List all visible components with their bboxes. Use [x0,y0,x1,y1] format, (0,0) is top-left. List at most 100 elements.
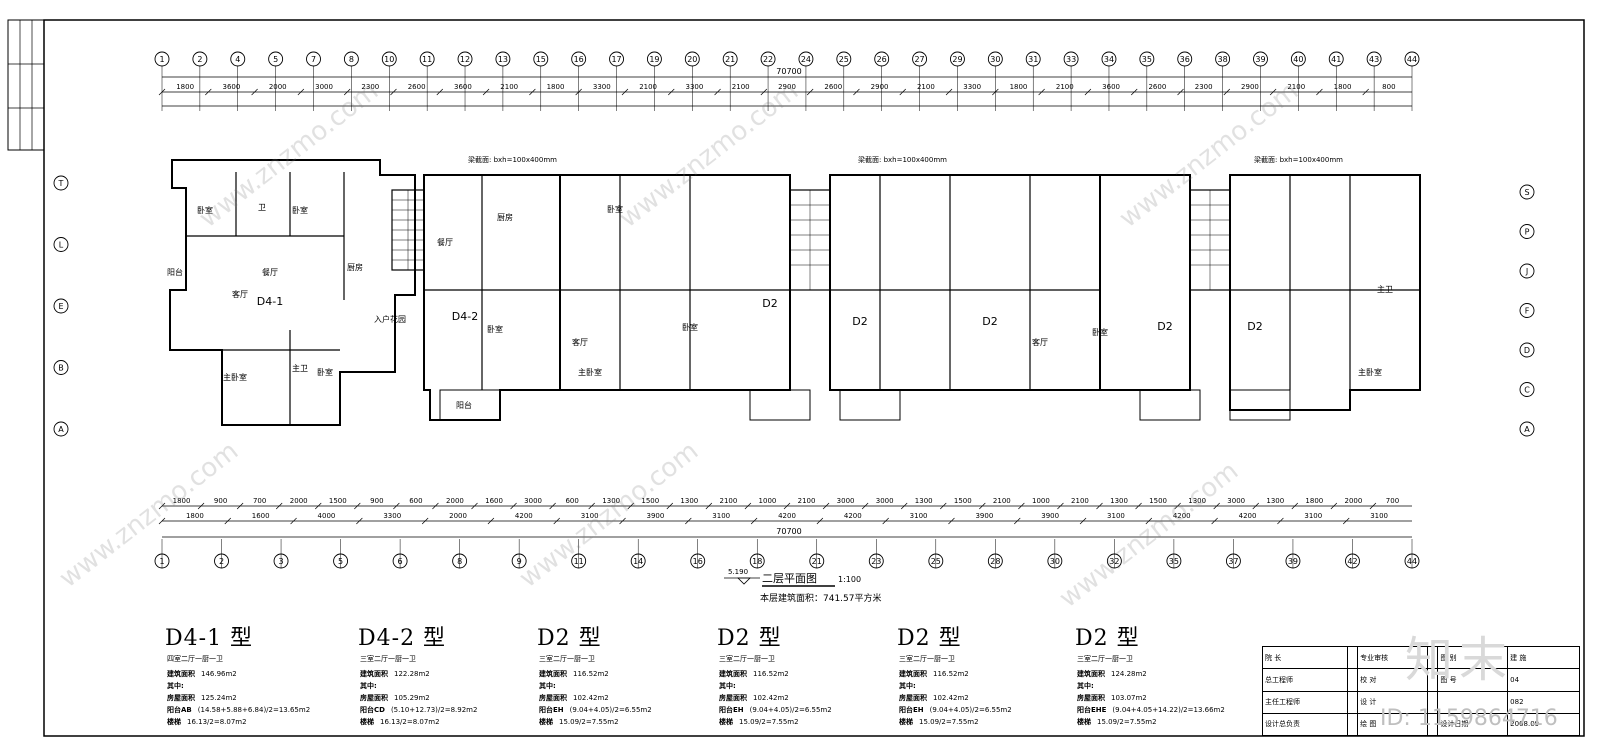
axis-label: 27 [914,55,924,64]
dimension-tick [393,502,400,510]
dimension-tick [158,517,166,525]
axis-label: 33 [1066,55,1076,64]
dimension-tick [666,502,674,510]
room-label: 阳台 [167,267,183,277]
dimension-value: 2000 [446,497,464,505]
dimension-value: 2300 [361,83,379,91]
dimension-tick [297,88,305,96]
level-mark: 5.190 [728,568,748,576]
dimension-tick [1213,502,1220,510]
room-label: D2 [1157,320,1172,333]
plan-walls [169,159,1421,426]
room-label: 卫 [258,203,266,212]
dimension-value: 1500 [1149,497,1167,505]
dimension-value: 4200 [1239,512,1257,520]
axis-label: 25 [839,55,849,64]
axis-label: 26 [877,55,887,64]
dimension-tick [224,517,232,525]
dimension-tick [290,517,297,525]
dimension-tick [482,88,490,96]
dimension-value: 2100 [1287,83,1305,91]
axis-bubble [1519,184,1535,200]
dimension-tick [882,517,889,525]
dimension-tick [714,88,721,96]
dimension-tick [1130,88,1138,96]
axis-bubble [53,360,69,375]
dimension-tick [1014,517,1021,525]
axis-label: 41 [1331,55,1341,64]
dimension-tick [1269,88,1277,96]
dimension-tick [471,502,478,510]
dimension-tick [1177,88,1184,96]
axis-label: 21 [725,55,735,64]
dimension-value: 3000 [837,497,855,505]
dimension-value: 3900 [975,512,993,520]
axis-bubble [53,237,69,252]
dimension-value: 900 [370,497,383,505]
dimension-value: 3100 [581,512,599,520]
axis-label: B [58,364,64,373]
dimension-tick [1135,502,1142,510]
beam-note-2: 梁截面: bxh=100x400mm [858,155,947,164]
dimension-value: 3000 [876,497,894,505]
dimension-tick [315,502,322,510]
room-label: 主卫 [292,363,308,373]
axis-label: 34 [1104,55,1114,64]
axis-label: D [1524,346,1530,355]
dimension-value: 1500 [329,497,347,505]
dimension-value: 2600 [1148,83,1166,91]
dimension-value: 700 [1386,497,1399,505]
dimension-value: 3600 [1102,83,1120,91]
dimension-tick [627,502,634,510]
axis-label: C [1524,386,1530,395]
dimension-value: 4000 [318,512,336,520]
axis-bubble [53,175,69,191]
room-label: D4-1 [257,295,283,308]
dimension-value: 2900 [1241,83,1259,91]
dimension-value: 1800 [176,83,194,91]
dimension-tick [1211,517,1218,525]
dimension-value: 2100 [732,83,750,91]
dimension-value: 2100 [1071,497,1089,505]
axis-label: L [59,241,64,250]
dimension-value: 3300 [963,83,981,91]
dimension-tick [1342,517,1350,525]
dimension-value: 1300 [1188,497,1206,505]
dimension-value: 3000 [1227,497,1245,505]
dimension-value: 1500 [641,497,659,505]
dimension-value: 3000 [524,497,542,505]
room-label: D4-2 [452,310,478,323]
total-dimension-top: 70700 [776,67,801,76]
axis-label: 2 [197,55,202,64]
dimension-tick [760,88,768,96]
dimension-value: 2100 [719,497,737,505]
axis-label: E [58,302,63,311]
dimension-tick [549,502,556,510]
dimension-tick [510,502,517,510]
dimension-value: 3100 [1107,512,1125,520]
dimension-value: 3100 [1370,512,1388,520]
room-label: 卧室 [487,324,503,334]
axis-label: 7 [311,55,316,64]
dimension-value: 800 [1382,83,1395,91]
dimension-value: 1600 [252,512,270,520]
dimension-value: 600 [409,497,422,505]
axis-label: 8 [349,55,354,64]
dimension-tick [940,502,947,510]
room-label: 主卧室 [1358,367,1382,377]
dimension-tick [588,502,595,510]
room-label: 主卧室 [578,367,602,377]
axis-label: 12 [460,55,470,64]
axis-label: A [1524,425,1530,434]
room-label: 厨房 [347,262,363,272]
dimension-value: 900 [214,497,227,505]
dimension-value: 1300 [602,497,620,505]
axis-label: 13 [498,55,508,64]
dimension-value: 1300 [1110,497,1128,505]
dimension-tick [1252,502,1259,510]
